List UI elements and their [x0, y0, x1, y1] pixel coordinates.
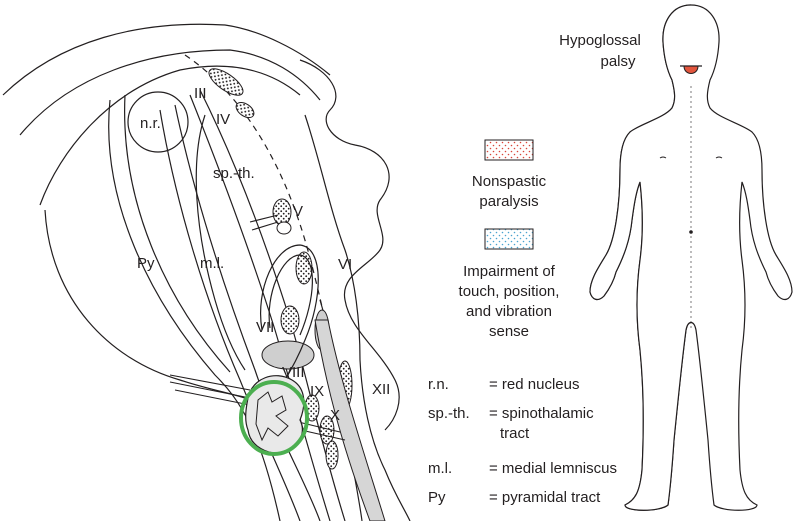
- label-X: X: [330, 407, 340, 424]
- label-VIII: VIII: [282, 364, 305, 381]
- label-sp-th: sp.-th.: [213, 165, 255, 182]
- legend-label-impairment-1: Impairment of: [463, 263, 556, 280]
- medullary-lesion: [241, 376, 307, 454]
- navel: [689, 230, 693, 234]
- caption-hypoglossal-2: palsy: [600, 53, 636, 70]
- abbr-ml-def: = medial lemniscus: [489, 460, 617, 477]
- legend-label-nonspastic-1: Nonspastic: [472, 173, 547, 190]
- label-Py: Py: [137, 255, 155, 272]
- nucleus-VII: [281, 306, 299, 334]
- brainstem-ventral-bulge: [45, 210, 250, 400]
- legend-swatch-impairment: [485, 229, 533, 249]
- abbr-py-def: = pyramidal tract: [489, 489, 601, 506]
- cranial-nerve-nuclei: [205, 64, 385, 521]
- abbr-rn: r.n.: [428, 376, 449, 393]
- pyramidal-tract-line-2: [125, 95, 230, 372]
- label-ml: m.l.: [200, 255, 224, 272]
- nucleus-X-lower: [326, 441, 338, 469]
- legend: Nonspastic paralysis Impairment of touch…: [459, 140, 560, 340]
- legend-swatch-nonspastic: [485, 140, 533, 160]
- abbr-ml: m.l.: [428, 460, 452, 477]
- label-III: III: [194, 85, 207, 102]
- legend-label-nonspastic-2: paralysis: [479, 193, 538, 210]
- abbr-py: Py: [428, 489, 446, 506]
- body-figure: Hypoglossal palsy: [559, 5, 792, 510]
- abbreviation-list: r.n. = red nucleus sp.-th. = spinothalam…: [428, 376, 617, 506]
- label-IX: IX: [310, 383, 324, 400]
- label-IV: IV: [216, 111, 230, 128]
- label-VI: VI: [338, 256, 352, 273]
- nucleus-III: [205, 64, 247, 100]
- nucleus-V: [273, 199, 291, 225]
- brainstem-labels: n.r. III IV sp.-th. V VI Py m.l. VII VII…: [137, 85, 390, 424]
- pyramidal-tract-line-1: [109, 100, 280, 521]
- hypoglossal-rootlet-3: [175, 390, 250, 405]
- abbr-rn-def: = red nucleus: [489, 376, 579, 393]
- hypoglossal-rootlet-1: [170, 375, 250, 390]
- brainstem-outline-upper: [3, 24, 330, 95]
- olive-small: [277, 222, 291, 234]
- abbr-spth: sp.-th.: [428, 405, 470, 422]
- legend-label-impairment-4: sense: [489, 323, 529, 340]
- trigeminal-root-2: [252, 222, 278, 230]
- brainstem-ventral-outline: [40, 66, 300, 205]
- label-XII: XII: [372, 381, 390, 398]
- caption-hypoglossal-1: Hypoglossal: [559, 32, 641, 49]
- abbr-spth-def-1: = spinothalamic: [489, 405, 594, 422]
- legend-label-impairment-3: and vibration: [466, 303, 552, 320]
- hypoglossal-rootlet-2: [170, 382, 250, 398]
- legend-label-impairment-2: touch, position,: [459, 283, 560, 300]
- abbr-spth-def-2: tract: [500, 425, 530, 442]
- label-nr: n.r.: [140, 115, 161, 132]
- label-V: V: [293, 203, 303, 220]
- dashed-tract: [185, 55, 330, 340]
- brainstem-outline-upper-2: [20, 50, 320, 135]
- label-VII: VII: [256, 319, 274, 336]
